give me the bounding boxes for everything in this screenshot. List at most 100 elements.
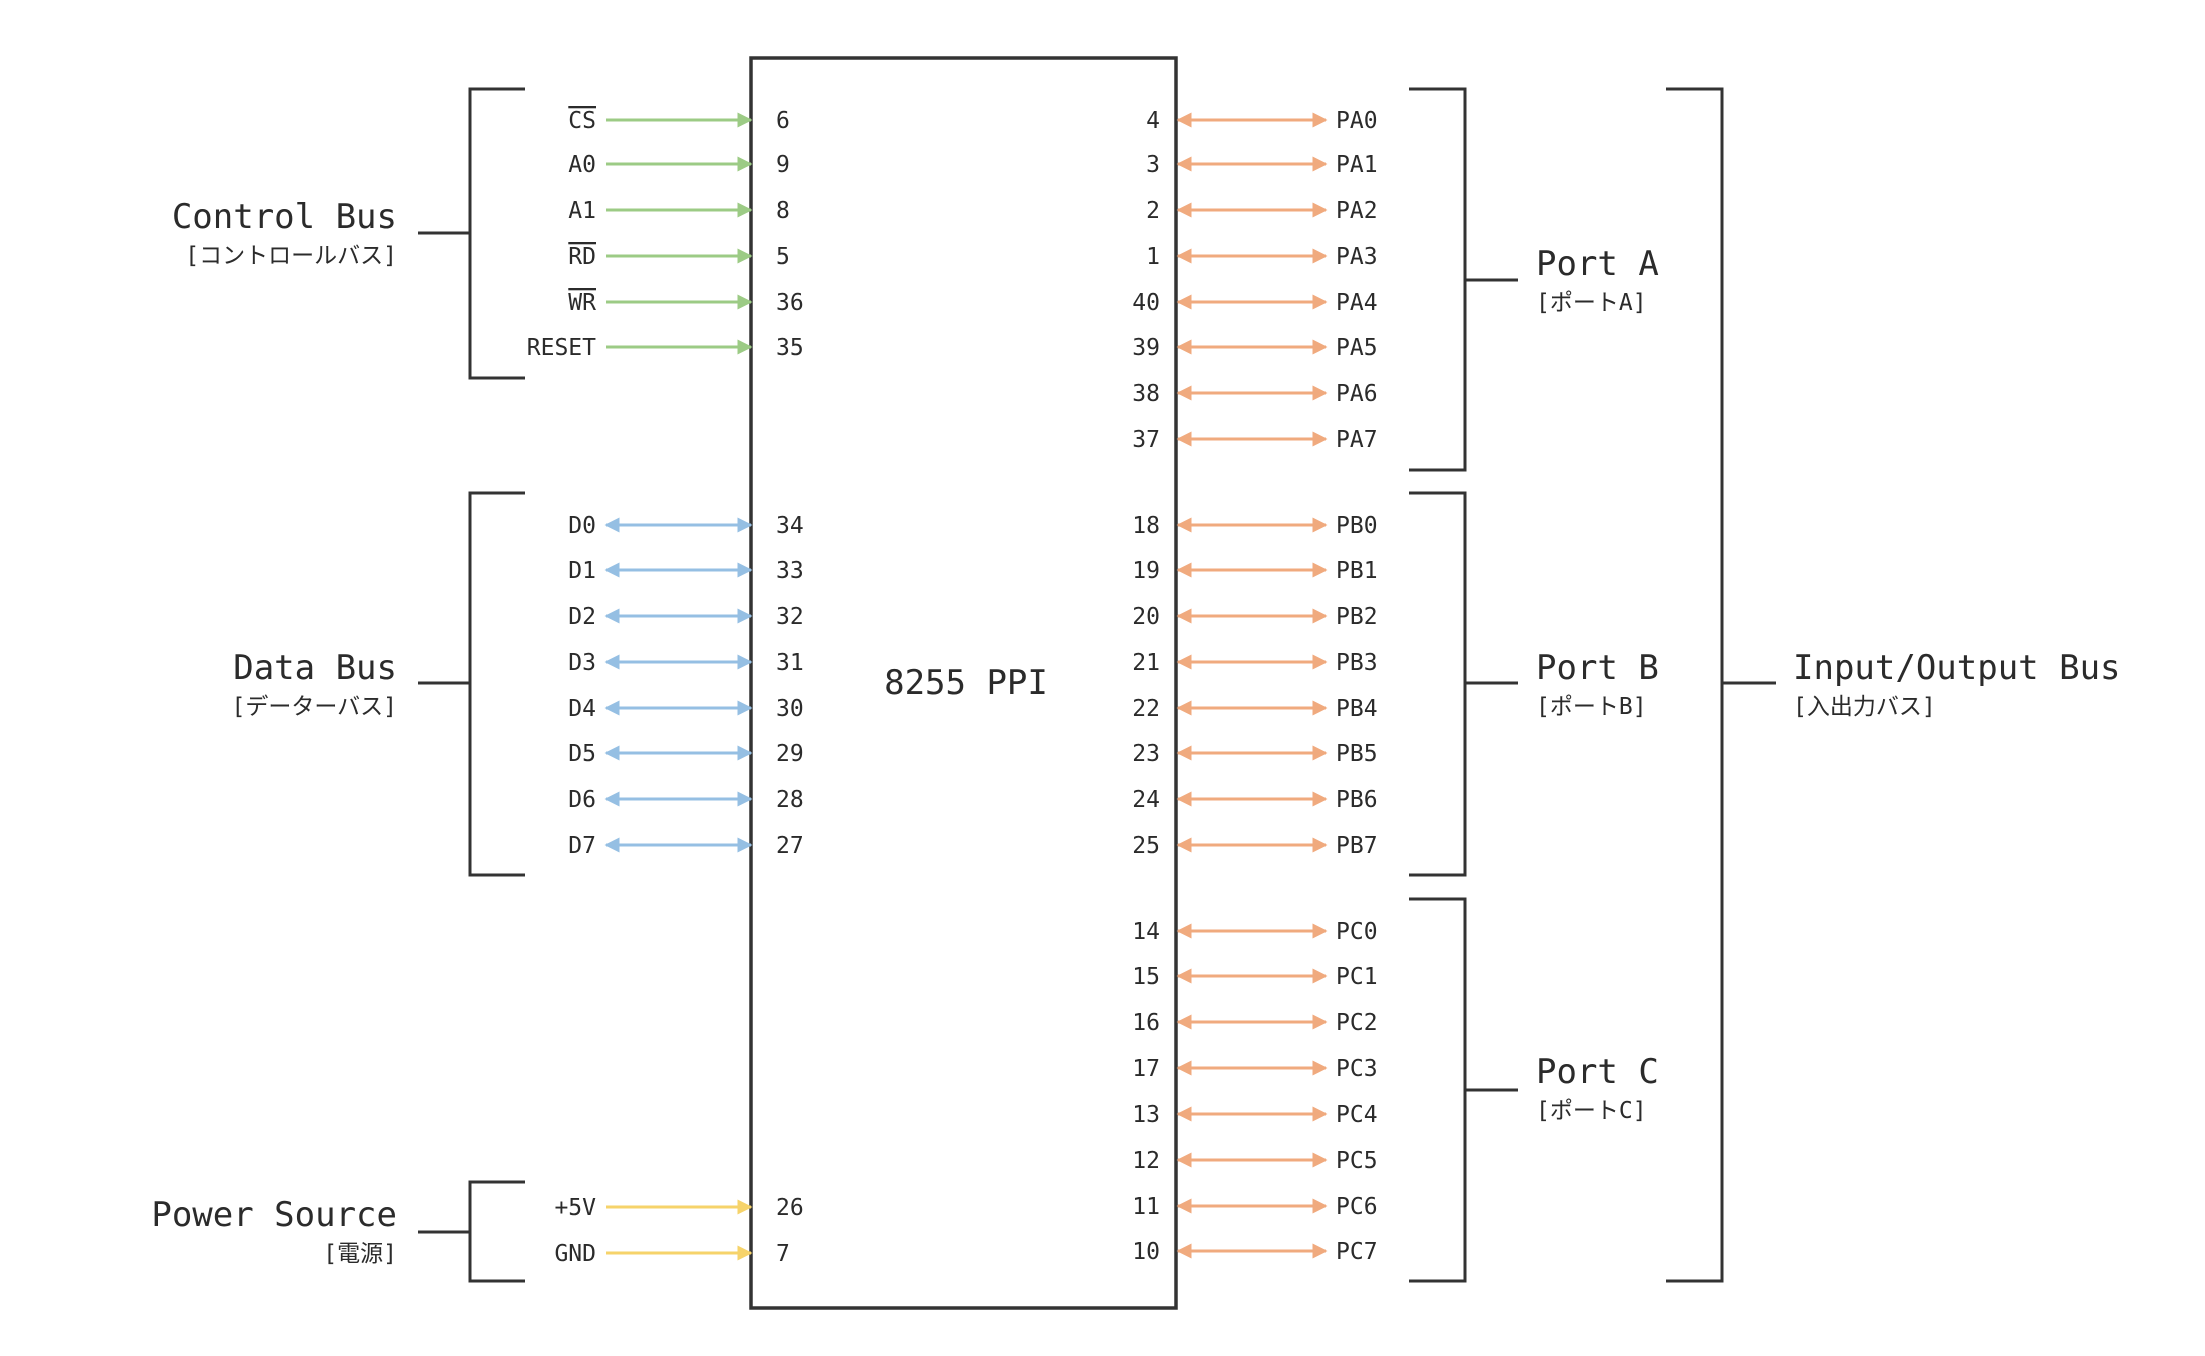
- pin-row-d7: D7 27: [568, 833, 803, 859]
- data-bus-bracket: [418, 491, 525, 877]
- signal-label: PA4: [1336, 290, 1378, 316]
- signal-label: D5: [568, 741, 596, 767]
- pin-number: 10: [1132, 1239, 1160, 1265]
- pin-row-pa2: 2 PA2: [1146, 198, 1377, 224]
- pin-number: 6: [776, 108, 790, 134]
- port-a-title: Port A: [1536, 244, 1659, 284]
- control-bus-bracket: [418, 87, 525, 380]
- io-bus-subtitle: [入出力バス]: [1793, 694, 1936, 720]
- pin-number: 16: [1132, 1010, 1160, 1036]
- signal-label: PA0: [1336, 108, 1378, 134]
- signal-label: PC4: [1336, 1102, 1378, 1128]
- pin-number: 35: [776, 335, 804, 361]
- signal-label: D2: [568, 604, 596, 630]
- pin-row-pb2: 20 PB2: [1132, 604, 1377, 630]
- pin-row-pc5: 12 PC5: [1132, 1148, 1377, 1174]
- pin-row-pa4: 40 PA4: [1132, 290, 1377, 316]
- signal-label: D6: [568, 787, 596, 813]
- pin-number: 32: [776, 604, 804, 630]
- pin-number: 11: [1132, 1194, 1160, 1220]
- signal-label: PA2: [1336, 198, 1378, 224]
- port-b-bracket: [1409, 491, 1518, 877]
- signal-label: GND: [554, 1241, 596, 1267]
- signal-label: PB2: [1336, 604, 1378, 630]
- signal-label: PC0: [1336, 919, 1378, 945]
- signal-label: D3: [568, 650, 596, 676]
- pin-row-d2: D2 32: [568, 604, 803, 630]
- signal-label: PC6: [1336, 1194, 1378, 1220]
- port-b-title: Port B: [1536, 648, 1659, 688]
- pin-row-pb0: 18 PB0: [1132, 513, 1377, 539]
- pin-number: 12: [1132, 1148, 1160, 1174]
- pin-number: 2: [1146, 198, 1160, 224]
- pin-row-d6: D6 28: [568, 787, 803, 813]
- pin-number: 28: [776, 787, 804, 813]
- power-source-title: Power Source: [151, 1195, 397, 1235]
- pin-row-pc3: 17 PC3: [1132, 1056, 1377, 1082]
- signal-label: A1: [568, 198, 596, 224]
- pin-number: 17: [1132, 1056, 1160, 1082]
- pin-number: 21: [1132, 650, 1160, 676]
- control-bus-title: Control Bus: [172, 197, 397, 237]
- port-a-subtitle: [ポートA]: [1536, 290, 1647, 316]
- signal-label: PA3: [1336, 244, 1378, 270]
- pin-number: 37: [1132, 427, 1160, 453]
- pin-number: 20: [1132, 604, 1160, 630]
- signal-label: PC3: [1336, 1056, 1378, 1082]
- port-c-subtitle: [ポートC]: [1536, 1098, 1647, 1124]
- pin-row-plus5v: +5V 26: [554, 1195, 803, 1221]
- port-c-bracket: [1409, 897, 1518, 1283]
- pin-number: 26: [776, 1195, 804, 1221]
- pin-row-pa3: 1 PA3: [1146, 244, 1377, 270]
- chip-body: [749, 56, 1178, 1310]
- signal-label: PC5: [1336, 1148, 1378, 1174]
- pin-number: 29: [776, 741, 804, 767]
- signal-label: PA5: [1336, 335, 1378, 361]
- signal-label: PB1: [1336, 558, 1378, 584]
- pin-row-pc0: 14 PC0: [1132, 919, 1377, 945]
- port-c-title: Port C: [1536, 1052, 1659, 1092]
- pin-number: 14: [1132, 919, 1160, 945]
- port-b-subtitle: [ポートB]: [1536, 694, 1647, 720]
- pin-number: 27: [776, 833, 804, 859]
- pin-row-rd: RD 5: [568, 244, 790, 270]
- signal-label: PB0: [1336, 513, 1378, 539]
- pin-number: 9: [776, 152, 790, 178]
- pin-row-pb6: 24 PB6: [1132, 787, 1377, 813]
- signal-label: D4: [568, 696, 596, 722]
- signal-label: +5V: [554, 1195, 596, 1221]
- signal-label: D7: [568, 833, 596, 859]
- pin-number: 5: [776, 244, 790, 270]
- pin-number: 40: [1132, 290, 1160, 316]
- group-brackets: [418, 87, 1776, 1283]
- signal-label: RD: [568, 244, 596, 270]
- power-source-bracket: [418, 1180, 525, 1283]
- pin-number: 36: [776, 290, 804, 316]
- pin-number: 33: [776, 558, 804, 584]
- pin-number: 1: [1146, 244, 1160, 270]
- signal-label: D1: [568, 558, 596, 584]
- port-a-bracket: [1409, 87, 1518, 472]
- pin-number: 25: [1132, 833, 1160, 859]
- pin-number: 24: [1132, 787, 1160, 813]
- pin-row-d5: D5 29: [568, 741, 803, 767]
- io-bus-bracket: [1666, 87, 1776, 1283]
- signal-label: PB5: [1336, 741, 1378, 767]
- pin-row-pc6: 11 PC6: [1132, 1194, 1377, 1220]
- pin-number: 38: [1132, 381, 1160, 407]
- signal-label: PB6: [1336, 787, 1378, 813]
- pin-number: 18: [1132, 513, 1160, 539]
- signal-label: PC1: [1336, 964, 1378, 990]
